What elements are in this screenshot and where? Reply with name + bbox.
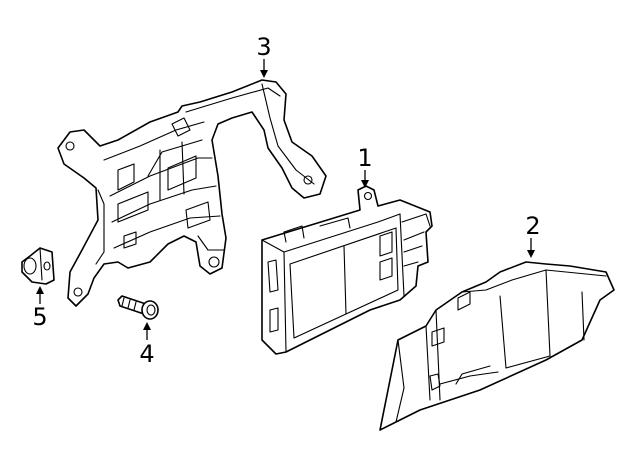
callout-label-4: 4 xyxy=(139,340,154,368)
callout-label-5: 5 xyxy=(32,303,47,331)
callout-2: 2 xyxy=(525,212,541,258)
callout-3: 3 xyxy=(256,33,272,78)
callout-1: 1 xyxy=(357,144,373,188)
part-1-control-module xyxy=(261,185,433,355)
callout-5: 5 xyxy=(32,286,48,331)
callout-4: 4 xyxy=(139,322,155,368)
part-4-bolt xyxy=(117,295,159,320)
callout-label-2: 2 xyxy=(525,212,540,240)
callout-label-3: 3 xyxy=(256,33,271,61)
part-3-bracket xyxy=(57,79,327,307)
callout-label-1: 1 xyxy=(357,144,372,172)
part-5-clip xyxy=(21,247,55,285)
part-2-housing-cover xyxy=(379,261,615,431)
